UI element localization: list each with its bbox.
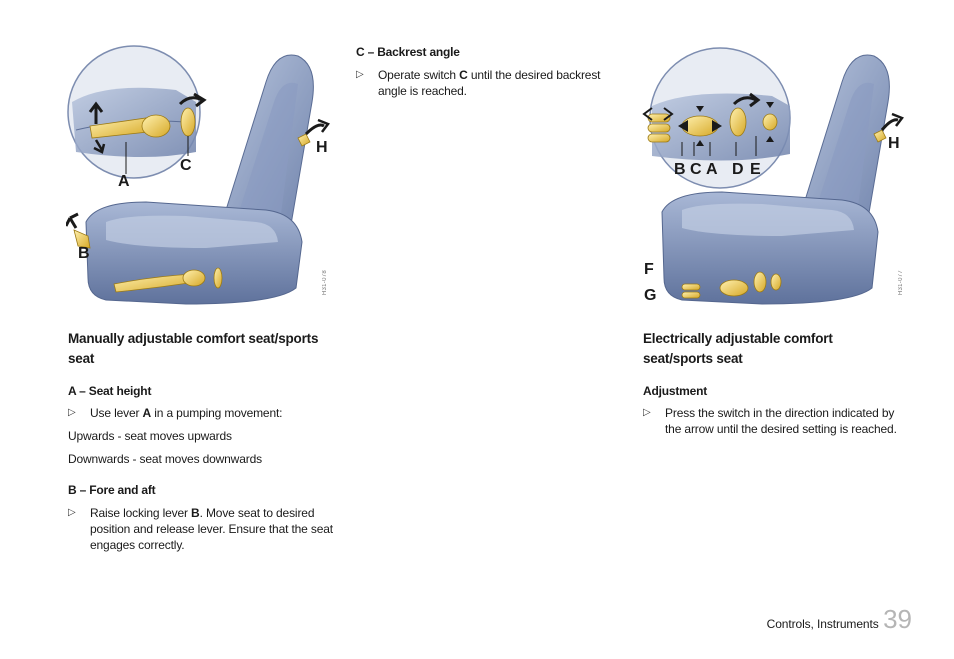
figure-code: H31-077: [898, 270, 904, 296]
seat-height-step: ▷ Use lever A in a pumping movement:: [68, 405, 348, 421]
footer-section: Controls, Instruments: [766, 617, 879, 631]
label-c: C: [690, 161, 702, 178]
label-d: D: [732, 161, 744, 178]
label-g: G: [644, 287, 657, 304]
adjustment-step: ▷ Press the switch in the direction indi…: [643, 405, 911, 437]
page-footer: Controls, Instruments 39: [700, 604, 912, 635]
label-b: B: [78, 245, 90, 262]
adjustment-heading: Adjustment: [643, 384, 708, 398]
seat-height-heading: A – Seat height: [68, 384, 152, 398]
label-a: A: [118, 173, 130, 190]
label-a: A: [706, 161, 718, 178]
upwards-text: Upwards - seat moves upwards: [68, 429, 232, 443]
backrest-step-text: Operate switch C until the desired backr…: [378, 68, 601, 98]
fore-aft-step-text: Raise locking lever B. Move seat to desi…: [90, 506, 333, 552]
figure-code: H31-078: [322, 270, 328, 296]
seat-height-step-text: Use lever A in a pumping movement:: [90, 406, 283, 420]
label-h: H: [316, 139, 328, 156]
downwards-text: Downwards - seat moves downwards: [68, 452, 262, 466]
backrest-step: ▷ Operate switch C until the desired bac…: [356, 67, 616, 99]
fore-aft-step: ▷ Raise locking lever B. Move seat to de…: [68, 505, 340, 553]
step-marker-icon: ▷: [68, 407, 76, 418]
label-c: C: [180, 157, 192, 174]
step-marker-icon: ▷: [68, 507, 76, 518]
page-number: 39: [883, 604, 912, 634]
label-b: B: [674, 161, 686, 178]
label-f: F: [644, 261, 654, 278]
label-h: H: [888, 135, 900, 152]
adjustment-step-text: Press the switch in the direction indica…: [665, 406, 897, 436]
electric-seat-illustration: B C A D E H F G H31-077: [642, 42, 912, 308]
backrest-heading: C – Backrest angle: [356, 45, 460, 59]
step-marker-icon: ▷: [356, 69, 364, 80]
step-marker-icon: ▷: [643, 407, 651, 418]
fore-aft-heading: B – Fore and aft: [68, 483, 156, 497]
manual-seat-illustration: A C B H H31-078: [66, 42, 336, 308]
label-e: E: [750, 161, 761, 178]
